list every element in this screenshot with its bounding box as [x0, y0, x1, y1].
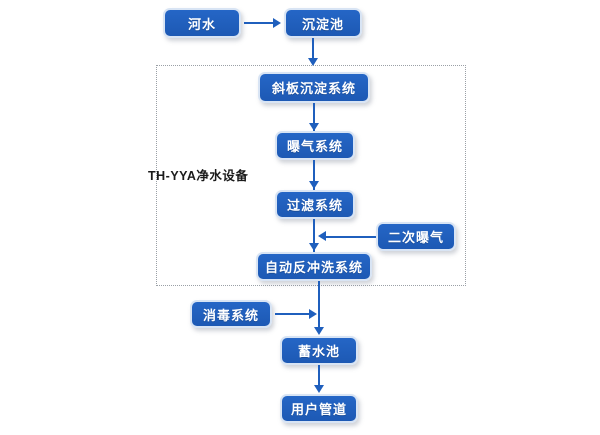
- arrowhead-river-to-sedimentation: [273, 18, 281, 28]
- node-river-water[interactable]: 河水: [163, 8, 241, 38]
- arrowhead-disinfection-to-main: [309, 309, 317, 319]
- node-sedimentation-tank[interactable]: 沉淀池: [284, 8, 362, 38]
- arrowhead-inclined-plate-to-aeration: [309, 123, 319, 131]
- connector-reservoir-to-pipeline: [318, 365, 320, 390]
- arrowhead-aeration-to-filtration: [309, 181, 319, 189]
- node-secondary-aeration[interactable]: 二次曝气: [376, 222, 456, 251]
- node-reservoir[interactable]: 蓄水池: [280, 336, 358, 365]
- node-auto-backwash-system[interactable]: 自动反冲洗系统: [256, 252, 372, 281]
- node-user-pipeline[interactable]: 用户管道: [280, 394, 358, 423]
- arrowhead-secondary-aeration-to-main: [318, 231, 326, 241]
- arrowhead-filtration-to-backwash: [309, 243, 319, 251]
- connector-sedimentation-to-inclined-plate: [312, 38, 314, 64]
- node-aeration-system[interactable]: 曝气系统: [275, 131, 355, 160]
- arrowhead-sedimentation-to-inclined-plate: [308, 58, 318, 66]
- connector-backwash-to-reservoir: [318, 281, 320, 328]
- connector-river-to-sedimentation: [244, 22, 274, 24]
- equipment-group-label: TH-YYA净水设备: [148, 169, 249, 183]
- arrowhead-backwash-to-reservoir: [314, 327, 324, 335]
- connector-aeration-to-filtration: [313, 160, 315, 190]
- connector-secondary-aeration-to-main: [325, 236, 376, 238]
- arrowhead-reservoir-to-pipeline: [314, 385, 324, 393]
- node-disinfection-system[interactable]: 消毒系统: [190, 300, 272, 328]
- node-inclined-plate-system[interactable]: 斜板沉淀系统: [258, 72, 370, 103]
- node-filtration-system[interactable]: 过滤系统: [275, 190, 355, 219]
- connector-disinfection-to-main: [275, 313, 310, 315]
- connector-filtration-to-backwash: [313, 219, 315, 252]
- connector-inclined-plate-to-aeration: [313, 103, 315, 131]
